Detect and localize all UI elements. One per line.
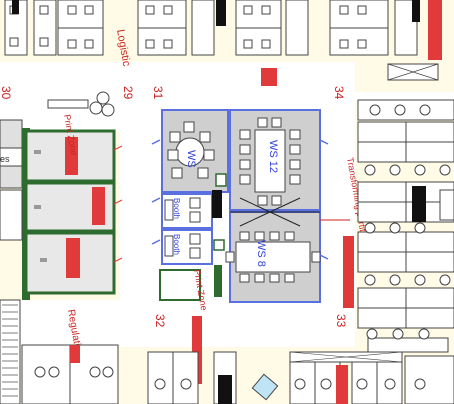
- storage-cross: [387, 63, 439, 81]
- meeting-room-ws8: [225, 211, 321, 303]
- meeting-room-round-ws: [161, 109, 229, 193]
- left-office-doors: [113, 145, 123, 263]
- grid-label-32: 32: [153, 314, 167, 328]
- room-booth-b: Booth: [172, 234, 181, 255]
- grid-label-30: 30: [0, 86, 13, 100]
- red-cabinet-bottom-right: [336, 365, 348, 404]
- left-office-desks: [34, 150, 47, 262]
- bottom-chairs: [34, 366, 426, 390]
- top-desk-row: [4, 0, 418, 56]
- black-cabinet-bottom: [218, 375, 232, 404]
- left-edge-label: es: [0, 154, 10, 164]
- red-cabinet-top-right: [428, 0, 442, 60]
- grid-label-31: 31: [151, 86, 165, 100]
- room-ws-8: WS 8: [255, 240, 267, 267]
- red-marker-bottom-left: [70, 345, 80, 363]
- booth-b: [161, 229, 213, 265]
- blue-door-swings: [151, 139, 329, 260]
- storage-right-edge: [439, 189, 454, 221]
- left-office-cabinets: [65, 137, 105, 278]
- black-cabinet-right: [412, 186, 426, 222]
- room-cabinets: [159, 173, 227, 301]
- room-ws-12: WS 12: [267, 140, 279, 173]
- room-ws-round: WS: [185, 150, 197, 168]
- left-stair-lines: [2, 304, 18, 397]
- bottom-storage-cross: [289, 351, 403, 363]
- lounge-chair: [251, 373, 279, 401]
- booth-a: [161, 193, 213, 229]
- room-booth-a: Booth: [172, 198, 181, 219]
- red-marker-center: [261, 68, 277, 86]
- grid-label-29: 29: [121, 86, 135, 100]
- transforming-partition-lines: [230, 197, 350, 227]
- right-chairs: [364, 104, 451, 340]
- red-cabinet-right: [343, 236, 354, 308]
- grid-label-34: 34: [332, 86, 346, 100]
- grid-label-33: 33: [334, 314, 348, 328]
- meeting-room-ws12: [229, 109, 321, 211]
- print-zone-counter: [47, 99, 89, 109]
- red-cabinet-bottom: [192, 316, 202, 384]
- print-zone-chairs: [89, 91, 115, 117]
- right-desk-clusters: [357, 99, 454, 353]
- top-black-cabinets: [12, 0, 420, 26]
